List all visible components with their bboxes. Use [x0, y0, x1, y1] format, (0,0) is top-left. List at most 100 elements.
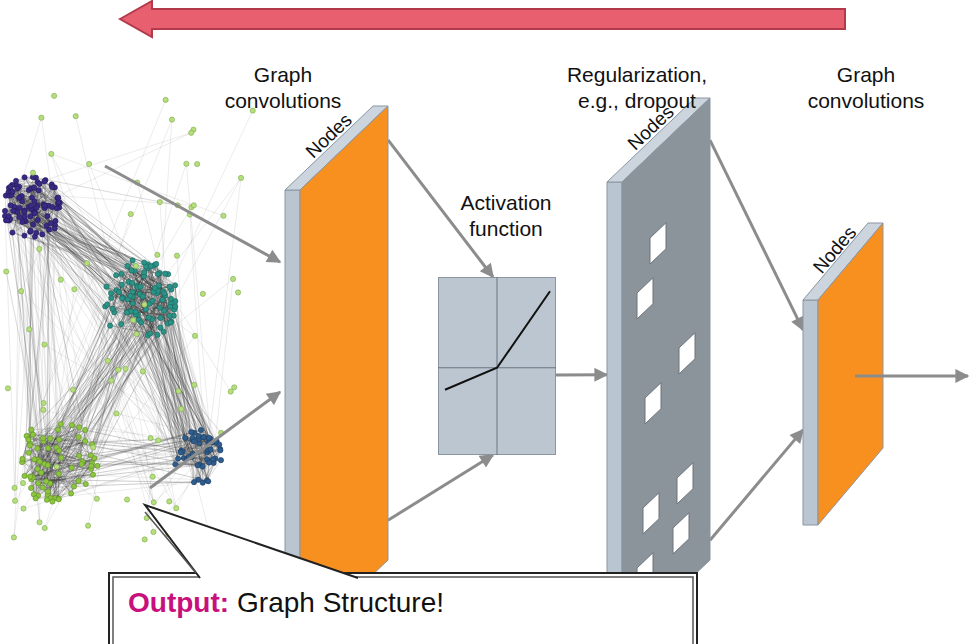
graph-edge: [41, 118, 85, 430]
graph-vertex: [49, 151, 54, 156]
graph-edge: [45, 180, 198, 480]
graph-vertex: [142, 302, 147, 307]
graph-vertex: [155, 332, 160, 337]
graph-edge: [6, 272, 50, 499]
graph-vertex: [39, 115, 44, 120]
graph-vertex: [37, 246, 42, 251]
graph-vertex: [139, 320, 144, 325]
graph-vertex: [59, 455, 64, 460]
graph-vertex: [151, 500, 156, 505]
graph-vertex: [140, 294, 145, 299]
graph-vertex: [124, 310, 129, 315]
graph-vertex: [184, 161, 189, 166]
graph-vertex: [206, 460, 211, 465]
graph-vertex: [162, 291, 167, 296]
graph-vertex: [176, 388, 181, 393]
graph-edge: [37, 206, 137, 288]
graph-vertex: [56, 471, 61, 476]
graph-edge: [6, 185, 16, 221]
graph-vertex: [162, 308, 167, 313]
graph-vertex: [54, 464, 59, 469]
graph-vertex: [40, 232, 45, 237]
graph-vertex: [195, 463, 200, 468]
graph-vertex: [218, 448, 223, 453]
graph-vertex: [160, 297, 165, 302]
graph-vertex: [125, 297, 130, 302]
graph-vertices: [2, 93, 255, 542]
graph-edge: [122, 285, 195, 336]
graph-vertex: [49, 184, 54, 189]
graph-edge: [21, 207, 59, 291]
graph-vertex: [119, 296, 124, 301]
graph-vertex: [15, 186, 20, 191]
graph-edge: [48, 303, 171, 495]
graph-vertex: [32, 211, 37, 216]
graph-edge: [152, 319, 208, 481]
graph-vertex: [36, 481, 41, 486]
graph-vertex: [154, 261, 159, 266]
graph-vertex: [37, 181, 42, 186]
graph-vertex: [40, 485, 45, 490]
graph-vertex: [26, 450, 31, 455]
graph-vertex: [175, 456, 180, 461]
graph-vertex: [56, 448, 61, 453]
graph-vertex: [71, 484, 76, 489]
graph-vertex: [189, 429, 194, 434]
graph-edge: [176, 442, 209, 508]
graph-vertex: [34, 230, 39, 235]
graph-vertex: [155, 252, 160, 257]
graph-edge: [156, 264, 192, 440]
graph-edge: [42, 234, 207, 452]
graph-edge: [17, 212, 220, 449]
graph-vertex: [131, 318, 136, 323]
graph-edge: [52, 184, 179, 391]
graph-vertex: [46, 227, 51, 232]
graph-vertex: [11, 208, 16, 213]
graph-edge: [207, 460, 221, 480]
graph-vertex: [228, 389, 233, 394]
graph-edge: [41, 274, 165, 473]
graph-vertex: [44, 497, 49, 502]
graph-vertex: [6, 214, 11, 219]
graph-vertex: [157, 305, 162, 310]
graph-vertex: [150, 298, 155, 303]
graph-vertex: [32, 457, 37, 462]
graph-vertex: [28, 228, 33, 233]
graph-vertex: [167, 499, 172, 504]
graph-edge: [35, 213, 59, 440]
graph-vertex: [128, 211, 133, 216]
graph-vertex: [191, 480, 196, 485]
graph-edge: [93, 266, 146, 447]
graph-edge: [45, 206, 181, 452]
graph-vertex: [12, 498, 17, 503]
graph-vertex: [42, 179, 47, 184]
graph-vertex: [189, 130, 194, 135]
graph-vertex: [30, 432, 35, 437]
graph-vertex: [13, 178, 18, 183]
graph-edge: [132, 270, 209, 437]
graph-vertex: [174, 506, 179, 511]
graph-edge: [72, 460, 221, 467]
graph-vertex: [113, 273, 118, 278]
graph-vertex: [124, 497, 129, 502]
graph-vertex: [235, 290, 240, 295]
graph-vertex: [21, 506, 26, 511]
graph-vertex: [37, 520, 42, 525]
graph-vertex: [79, 461, 84, 466]
graph-edge: [161, 178, 242, 328]
graph-edge: [16, 185, 43, 410]
graph-vertex: [76, 434, 81, 439]
graph-vertex: [8, 203, 13, 208]
graph-vertex: [22, 473, 27, 478]
graph-vertex: [68, 491, 73, 496]
graph-vertex: [28, 203, 33, 208]
direction-arrow: [120, 1, 845, 37]
graph-vertex: [206, 435, 211, 440]
graph-vertex: [85, 523, 90, 528]
graph-vertex: [116, 289, 121, 294]
graph-edges: [5, 100, 253, 538]
graph-edge: [19, 187, 197, 466]
graph-vertex: [83, 427, 88, 432]
graph-vertex: [148, 331, 153, 336]
graph-edge: [209, 178, 241, 438]
